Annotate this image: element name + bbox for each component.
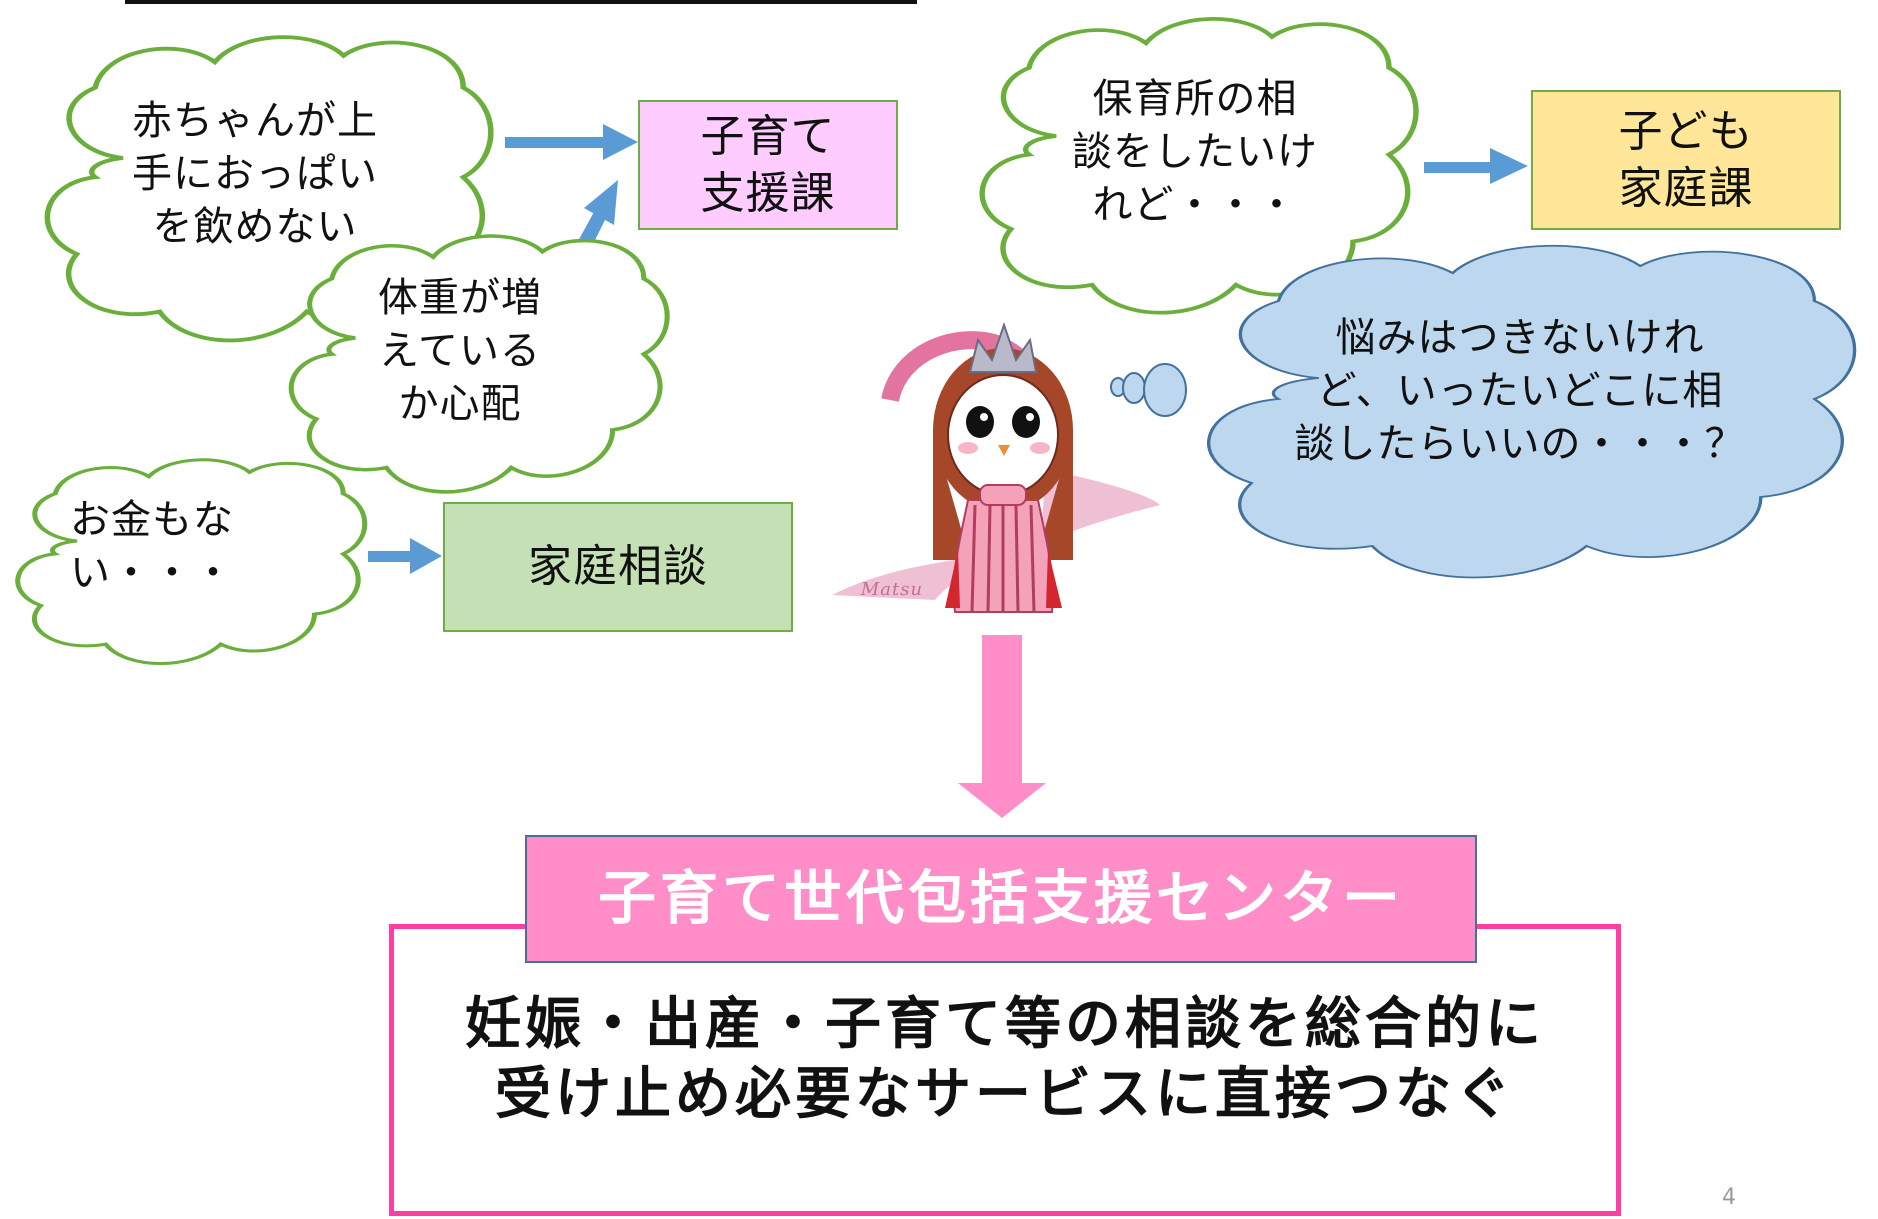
arrow-baby-to-support bbox=[505, 124, 638, 160]
bubble-text-weight-gain: 体重が増 えている か心配 bbox=[378, 275, 542, 427]
top-rule bbox=[125, 0, 917, 4]
department-family-consultation[interactable]: 家庭相談 bbox=[443, 502, 793, 632]
bubble-text-baby-feeding: 赤ちゃんが上 手におっぱい を飲めない bbox=[132, 98, 378, 250]
bubble-text-nursery: 保育所の相 談をしたいけ れど・・・ bbox=[1072, 76, 1318, 228]
arrow-nursery-to-children bbox=[1424, 148, 1528, 184]
center-description: 妊娠・出産・子育て等の相談を総合的に 受け止め必要なサービスに直接つなぐ bbox=[465, 992, 1545, 1127]
mascot-signature: Matsu bbox=[860, 579, 924, 600]
center-frame bbox=[389, 924, 1621, 1216]
arrow-down-to-center bbox=[958, 635, 1046, 818]
bubble-text-no-money: お金もな い・・・ bbox=[70, 497, 234, 596]
department-children-family[interactable]: 子ども 家庭課 bbox=[1531, 90, 1841, 230]
center-title: 子育て世代包括支援センター bbox=[525, 835, 1477, 963]
page-number: 4 bbox=[1722, 1185, 1736, 1210]
bubble-text-worry: 悩みはつきないけれ ど、いったいどこに相 談したらいいの・・・？ bbox=[1294, 315, 1746, 467]
department-childcare-support[interactable]: 子育て 支援課 bbox=[638, 100, 898, 230]
mascot bbox=[832, 321, 1160, 613]
thought-dots bbox=[1110, 363, 1187, 417]
arrow-money-to-family bbox=[368, 538, 442, 574]
